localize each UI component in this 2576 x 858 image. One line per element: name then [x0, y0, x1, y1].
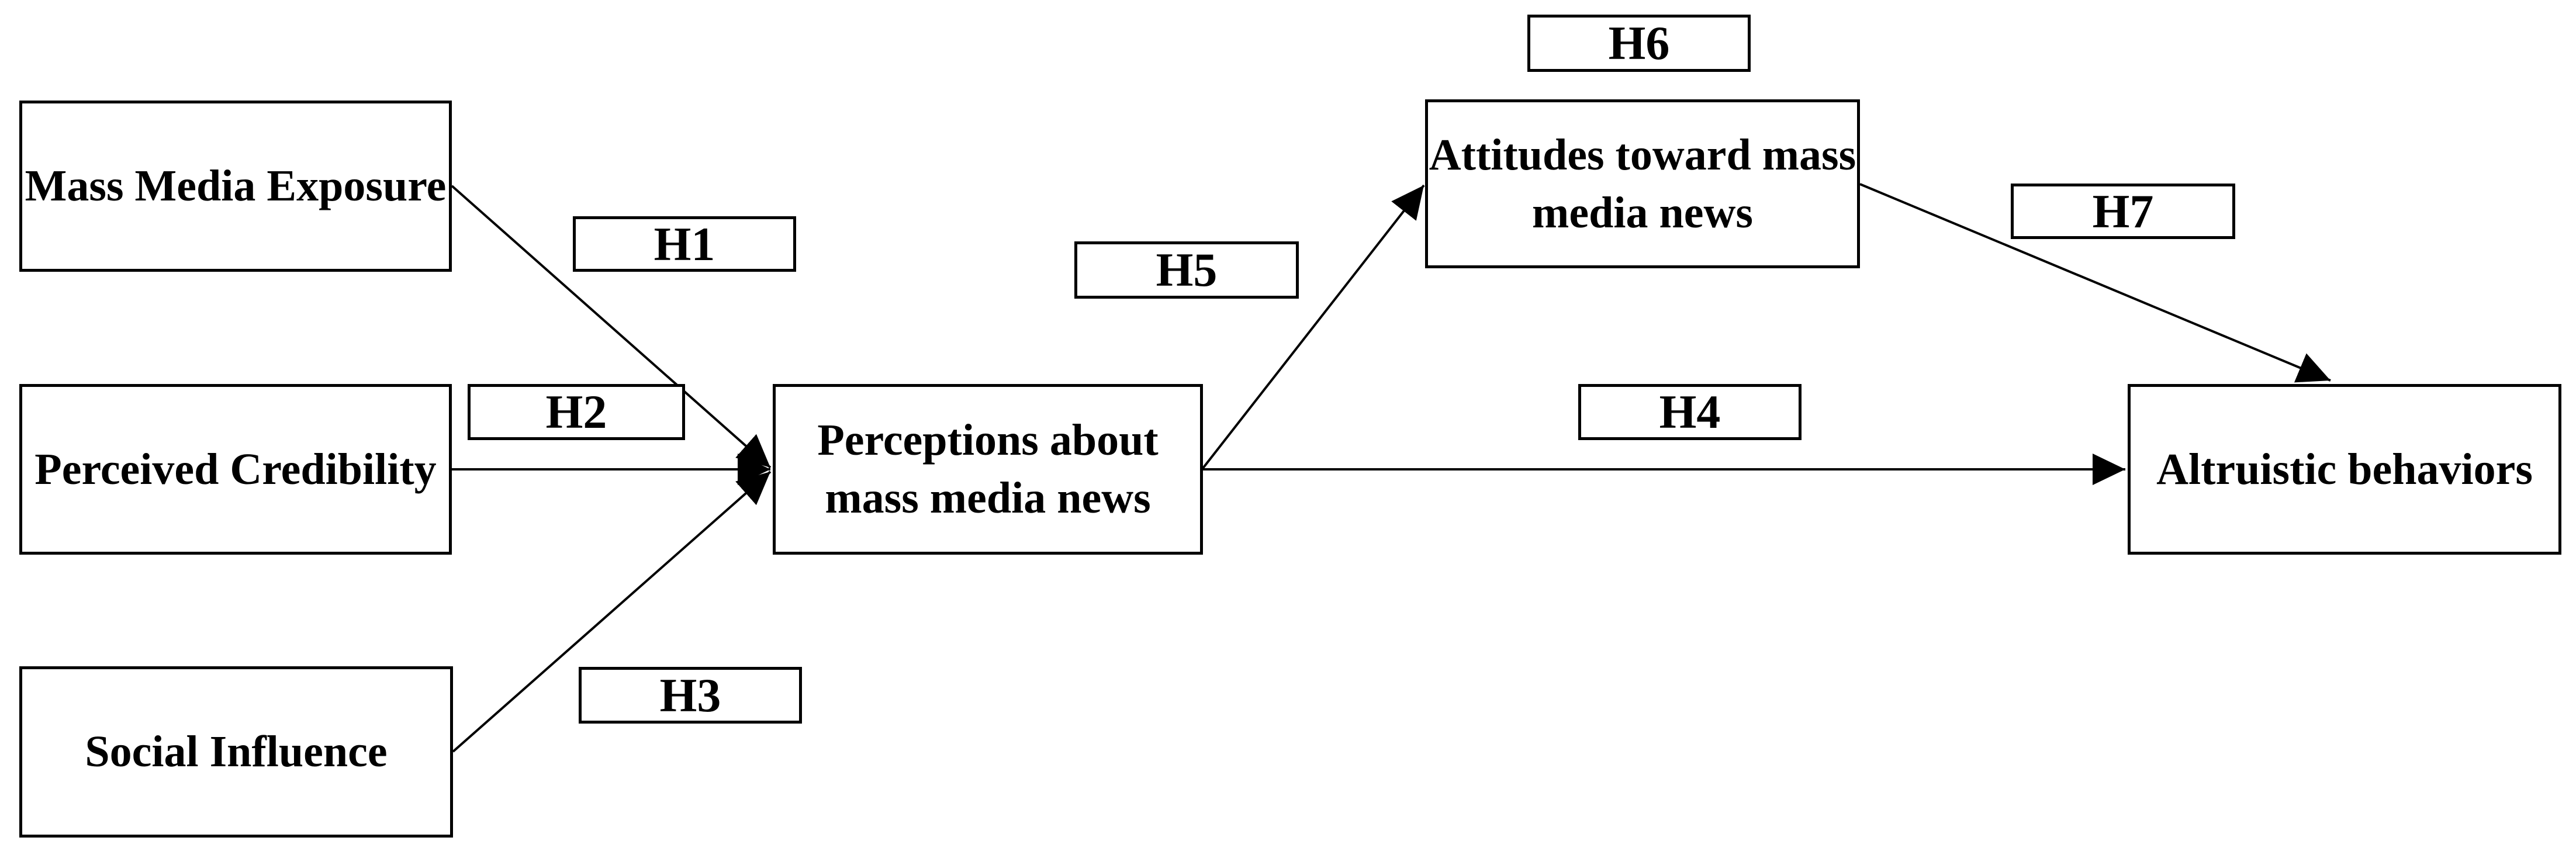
hypothesis-label-h2: H2 — [468, 384, 685, 440]
node-perceived-credibility: Perceived Credibility — [19, 384, 452, 555]
node-altruistic-behaviors-label: Altruistic behaviors — [2156, 444, 2533, 494]
node-social-influence: Social Influence — [19, 666, 453, 838]
node-social-influence-label: Social Influence — [85, 727, 388, 777]
node-attitudes-label-line1: Attitudes toward mass — [1429, 130, 1856, 179]
arrow-h1-mass-to-perceptions — [451, 185, 772, 469]
hypothesis-label-h1: H1 — [573, 216, 796, 272]
node-mass-media-exposure: Mass Media Exposure — [19, 101, 452, 272]
hypothesis-label-h5: H5 — [1074, 241, 1299, 299]
node-perceptions-label-line2: mass media news — [825, 473, 1151, 523]
hypothesis-label-h7-text: H7 — [2092, 184, 2154, 238]
node-attitudes-label-line2: media news — [1532, 188, 1753, 237]
arrow-h3-social-to-perceptions — [452, 470, 772, 753]
node-altruistic-behaviors: Altruistic behaviors — [2128, 384, 2561, 555]
hypothesis-label-h1-text: H1 — [653, 217, 715, 271]
hypothesis-label-h3-text: H3 — [659, 668, 721, 722]
hypothesis-label-h2-text: H2 — [545, 385, 607, 438]
node-perceptions-about-mass-media-news: Perceptions about mass media news — [773, 384, 1203, 555]
hypothesis-label-h6-text: H6 — [1608, 16, 1670, 70]
node-mass-media-exposure-label: Mass Media Exposure — [25, 161, 447, 211]
node-perceived-credibility-label: Perceived Credibility — [34, 444, 437, 494]
arrow-h5-perceptions-to-attitudes — [1202, 184, 1425, 469]
hypothesis-label-h5-text: H5 — [1156, 243, 1218, 296]
hypothesis-label-h3: H3 — [579, 667, 802, 724]
arrow-h7-attitudes-to-altruistic — [1859, 183, 2331, 383]
hypothesis-label-h4: H4 — [1578, 384, 1802, 440]
hypothesis-label-h7: H7 — [2011, 184, 2235, 239]
hypothesis-label-h6: H6 — [1527, 15, 1751, 72]
node-perceptions-label-line1: Perceptions about — [817, 416, 1159, 465]
hypothesis-label-h4-text: H4 — [1659, 385, 1721, 438]
node-attitudes-toward-mass-media-news: Attitudes toward mass media news — [1425, 99, 1860, 268]
